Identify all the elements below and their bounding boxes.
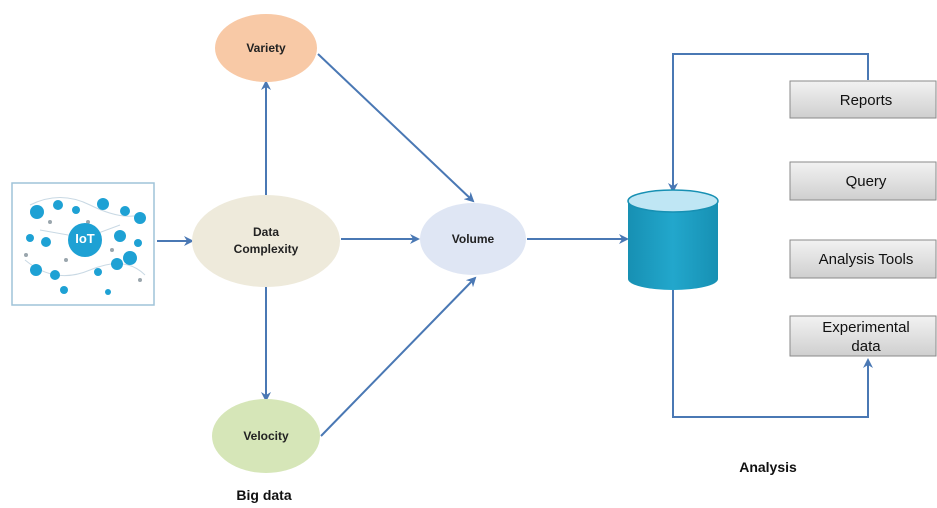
iot-device-icons (26, 198, 146, 295)
node-variety-label: Variety (246, 41, 286, 55)
reports-box-label: Reports (840, 92, 893, 109)
query-box-label: Query (846, 173, 887, 190)
node-variety: Variety (215, 14, 317, 82)
experimental-data-box-label-line2: data (851, 338, 881, 355)
analysis-tools-box: Analysis Tools (789, 239, 937, 279)
iot-ecosystem-image: IoT (11, 182, 155, 306)
node-velocity-label: Velocity (243, 429, 289, 443)
database-cylinder-icon (627, 189, 719, 290)
analysis-caption: Analysis (739, 459, 797, 475)
iot-badge-label: IoT (75, 231, 95, 246)
iot-badge (68, 223, 102, 257)
arrow-reports-to-database (668, 53, 869, 193)
experimental-data-box-label-line1: Experimental (822, 319, 910, 336)
node-volume-label: Volume (452, 232, 495, 246)
experimental-data-box: Experimental data (789, 315, 937, 357)
query-box: Query (789, 161, 937, 201)
reports-box: Reports (789, 80, 937, 119)
node-data-complexity: Data Complexity (192, 195, 340, 287)
big-data-caption: Big data (236, 487, 291, 503)
arrow-velocity-to-volume (320, 276, 477, 437)
analysis-tools-box-label: Analysis Tools (819, 251, 914, 268)
node-data-complexity-label-line2: Complexity (234, 242, 299, 256)
node-data-complexity-label-line1: Data (253, 225, 279, 239)
arrow-database-to-experimental (672, 290, 873, 418)
node-volume: Volume (420, 203, 526, 275)
node-velocity: Velocity (212, 399, 320, 473)
arrow-variety-to-volume (317, 53, 475, 203)
